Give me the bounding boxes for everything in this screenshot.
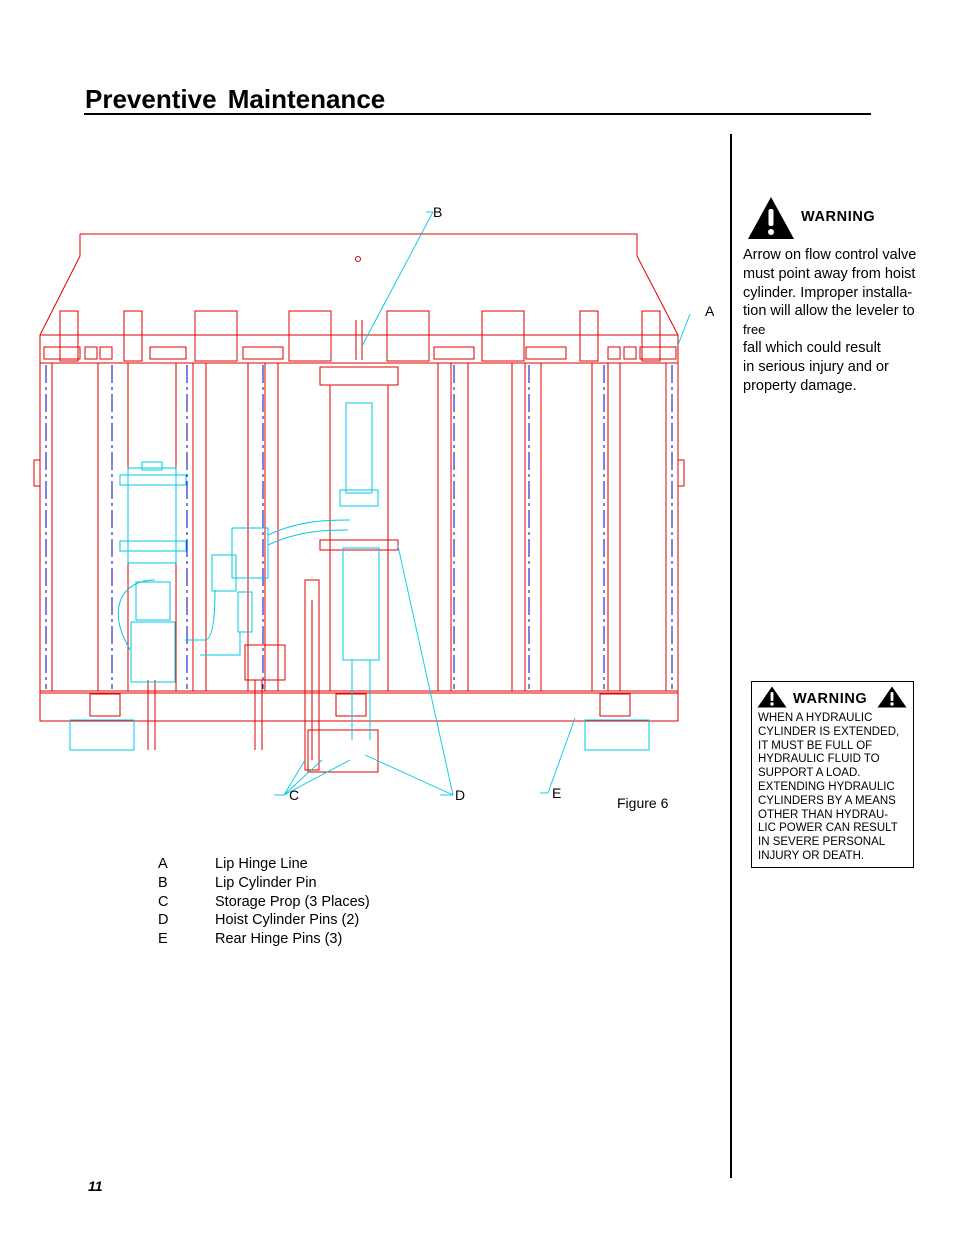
column-divider — [730, 134, 732, 1178]
legend-key: D — [158, 912, 169, 929]
warning-triangle-icon — [757, 686, 787, 708]
warning-line: Arrow on flow control valve — [743, 247, 917, 263]
legend-text: Rear Hinge Pins (3) — [215, 931, 343, 948]
warning-line: SUPPORT A LOAD. — [758, 767, 861, 780]
warning-line: fall which could result — [743, 340, 881, 357]
warning-label: WARNING — [793, 691, 868, 707]
warning-header: WARNING — [743, 196, 943, 244]
callout-d: D — [455, 787, 466, 803]
legend-text: Hoist Cylinder Pins (2) — [215, 912, 360, 929]
warning-triangle-icon — [748, 197, 794, 239]
parts-legend: A Lip Hinge Line B Lip Cylinder Pin C St… — [158, 856, 458, 950]
warning-line: HYDRAULIC FLUID TO — [758, 753, 880, 766]
warning-text: WHEN A HYDRAULIC CYLINDER IS EXTENDED, I… — [758, 712, 899, 864]
warning-line: free — [743, 322, 766, 338]
warning-line: in serious injury and or — [743, 358, 889, 375]
legend-item: B Lip Cylinder Pin — [158, 875, 458, 894]
warning-line: OTHER THAN HYDRAU- — [758, 808, 889, 821]
legend-text: Lip Hinge Line — [215, 856, 308, 872]
title-rule — [84, 113, 871, 115]
warning-line: property damage. — [743, 377, 857, 394]
figure-caption: Figure 6 — [617, 795, 669, 811]
legend-item: D Hoist Cylinder Pins (2) — [158, 912, 458, 931]
legend-key: B — [158, 874, 168, 891]
leveler-diagram — [33, 211, 691, 796]
warning-line: IN SEVERE PERSONAL — [758, 836, 886, 849]
warning-line: CYLINDERS BY A MEANS — [758, 794, 896, 807]
legend-key: A — [158, 856, 168, 872]
page-title: Preventive Maintenance — [85, 84, 386, 114]
callout-a: A — [705, 303, 715, 319]
legend-key: C — [158, 893, 169, 910]
legend-key: E — [158, 931, 168, 948]
warning-line: INJURY OR DEATH. — [758, 849, 865, 862]
flow-valve-warning: WARNING Arrow on flow control valve must… — [743, 196, 943, 394]
legend-text: Lip Cylinder Pin — [215, 874, 317, 891]
warning-label: WARNING — [801, 209, 876, 225]
warning-line: CYLINDER IS EXTENDED, — [758, 725, 900, 738]
legend-item: C Storage Prop (3 Places) — [158, 894, 458, 913]
warning-line: IT MUST BE FULL OF — [758, 739, 873, 752]
warning-line: must point away from hoist — [743, 265, 916, 282]
callout-b: B — [433, 204, 443, 220]
legend-item: A Lip Hinge Line — [158, 856, 458, 875]
warning-line: WHEN A HYDRAULIC — [758, 712, 873, 724]
warning-line: tion will allow the leveler to — [743, 303, 915, 320]
warning-text: Arrow on flow control valve must point a… — [743, 246, 916, 396]
legend-item: E Rear Hinge Pins (3) — [158, 931, 458, 950]
warning-triangle-icon — [877, 686, 907, 708]
warning-line: LIC POWER CAN RESULT — [758, 822, 898, 835]
legend-text: Storage Prop (3 Places) — [215, 893, 370, 910]
warning-line: cylinder. Improper installa- — [743, 284, 913, 301]
callout-c: C — [289, 787, 300, 803]
page-number: 11 — [88, 1178, 103, 1194]
callout-e: E — [552, 785, 562, 801]
warning-header: WARNING — [752, 682, 913, 712]
hydraulic-cylinder-warning-box: WARNING WHEN A HYDRAULIC CYLINDER IS EXT… — [751, 681, 914, 868]
warning-line: EXTENDING HYDRAULIC — [758, 780, 895, 793]
